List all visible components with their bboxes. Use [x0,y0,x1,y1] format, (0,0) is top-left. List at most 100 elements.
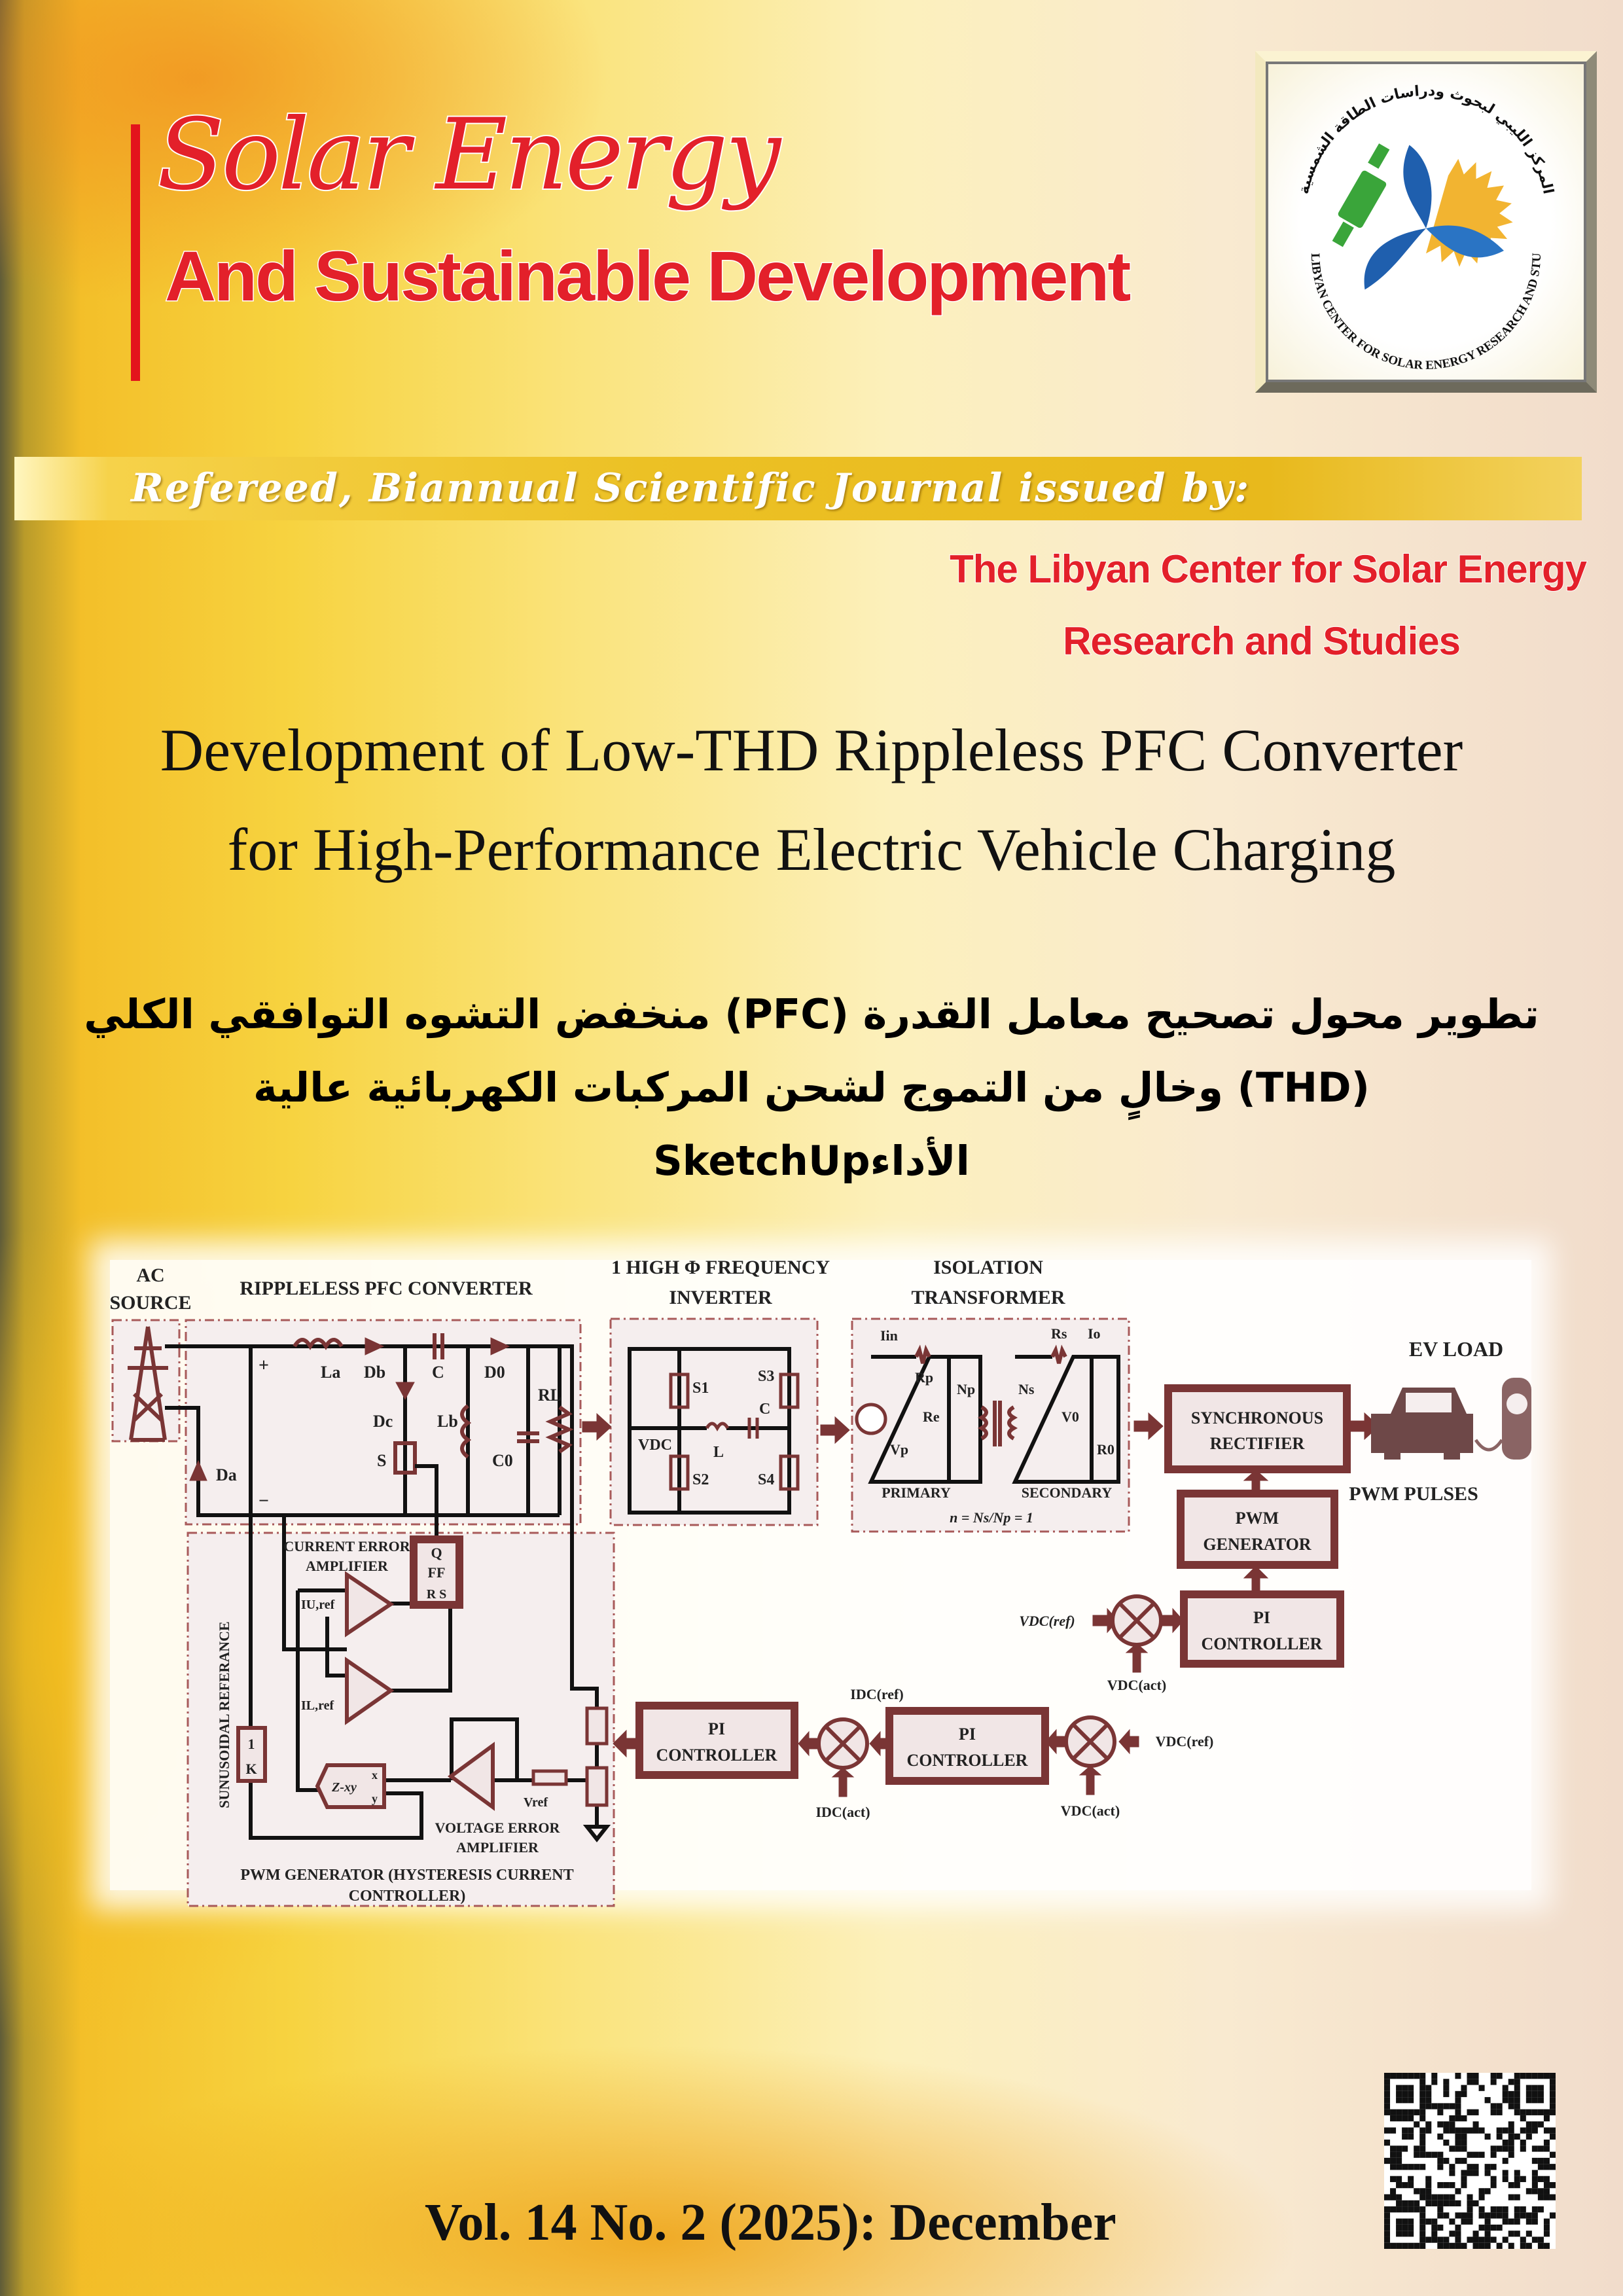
label-dc: Dc [373,1412,393,1431]
publisher-line-2: Research and Studies [1062,619,1461,664]
ac-source-label-2: SOURCE [109,1292,191,1314]
vdc-ref-bottom-label: VDC(ref) [1156,1733,1214,1749]
inverter-title: 1 HIGH Φ FREQUENCY [611,1257,830,1278]
io-label: Io [1088,1325,1101,1342]
ev-load-label: EV LOAD [1409,1337,1503,1361]
label-c: C [432,1363,444,1382]
current-error-amplifier-1 [345,1571,395,1638]
voltage-error-amplifier [447,1742,495,1811]
diode-d0-icon [490,1337,510,1355]
article-title-en-line-2: for High-Performance Electric Vehicle Ch… [227,816,1396,883]
article-title-ar-line-1: تطوير محول تصحيح معامل القدرة (PFC) منخف… [84,990,1539,1038]
label-lb: Lb [437,1412,458,1431]
diode-da-icon [189,1460,207,1481]
rs-label: Rs [1051,1325,1067,1342]
s2-label: S2 [692,1471,709,1488]
iin-label: Iin [880,1327,898,1344]
pwm-generator-block-label-2: GENERATOR [1203,1535,1311,1554]
journal-banner [14,457,1582,520]
current-source-icon [855,1403,887,1435]
pi-controller-top [1180,1590,1344,1668]
article-title-ar-line-2: (THD) وخالٍ من التموج لشحن المركبات الكه… [253,1064,1370,1111]
pfc-title: RIPPLELESS PFC CONVERTER [240,1278,533,1299]
ff-q-label: Q [431,1545,442,1561]
sync-rectifier-label-2: RECTIFIER [1210,1434,1305,1453]
center-logo: المركز الليبي لبحوث ودراسات الطاقة الشمس… [1255,51,1597,393]
pwm-pulses-label: PWM PULSES [1349,1483,1478,1505]
re-label: Re [923,1408,940,1425]
input-resistor [531,1769,568,1786]
rp-label: Rp [915,1369,933,1386]
synchronous-rectifier-block [1164,1384,1351,1473]
transformer-title: ISOLATION [933,1257,1043,1278]
one-over-k-denominator: K [245,1761,257,1777]
inductor-la-icon [293,1338,344,1350]
article-title-en-line-1: Development of Low-THD Rippleless PFC Co… [160,717,1463,783]
qr-code[interactable] [1384,2073,1556,2249]
label-c0: C0 [492,1451,513,1470]
transformer-title-2: TRANSFORMER [911,1287,1065,1308]
label-la: La [321,1363,340,1382]
logo-emblem-icon: المركز الليبي لبحوث ودراسات الطاقة الشمس… [1261,51,1556,372]
pfc-branches [403,1346,562,1515]
voltage-error-label: VOLTAGE ERROR [435,1820,561,1836]
pi-top-label-2: CONTROLLER [1202,1634,1323,1653]
transmission-tower-icon [128,1326,168,1442]
x-input-label: x [372,1768,378,1782]
vp-label: Vp [890,1441,908,1458]
feedback-arrows [831,1643,1149,1797]
charging-station-icon [1474,1378,1531,1460]
secondary-label: SECONDARY [1022,1484,1113,1501]
voltage-error-label-2: AMPLIFIER [456,1839,539,1856]
ac-source-label: AC [136,1265,164,1286]
current-error-amplifier-2 [345,1657,395,1725]
transformer-coils-icon [914,1344,1067,1441]
pwm-generator-block [1177,1490,1338,1569]
label-s: S [377,1451,386,1470]
current-error-label: CURRENT ERROR [283,1538,410,1554]
idc-act-label: IDC(act) [815,1804,870,1820]
capacitor-c-icon [433,1333,444,1359]
ground-icon [582,1813,611,1842]
inverter-c-label: C [759,1401,770,1418]
inductor-lb-icon [460,1404,472,1459]
title-accent-bar [131,124,140,381]
plus-sign: + [259,1355,269,1376]
ff-label: FF [428,1564,446,1581]
divider-resistor-2 [585,1766,609,1807]
capacitor-c0-icon [517,1431,539,1443]
pi-left-label-2: CONTROLLER [656,1746,777,1765]
ff-rs-label: R S [427,1587,447,1602]
inverter-title-2: INVERTER [669,1287,772,1308]
one-over-k-numerator: 1 [248,1736,255,1752]
label-db: Db [364,1363,385,1382]
vdc-label: VDC [638,1437,672,1454]
vref-label: Vref [524,1795,548,1810]
s4-label: S4 [758,1471,774,1488]
pwm-generator-region [187,1532,615,1907]
ns-label: Ns [1018,1381,1035,1397]
pi-top-label: PI [1253,1608,1270,1627]
article-title-ar-line-3: الأداءSketchUp [653,1137,970,1185]
inverter-l-label: L [713,1444,724,1461]
multiplier-zxy-block [315,1763,386,1809]
s3-label: S3 [758,1368,774,1385]
r0-label: R0 [1097,1441,1115,1458]
sync-rectifier-label: SYNCHRONOUS [1191,1408,1323,1427]
flip-flop-block [410,1535,463,1609]
idc-ref-label: IDC(ref) [850,1686,903,1702]
pwm-generator-block-label: PWM [1236,1509,1279,1528]
turns-ratio-label: n = Ns/Np = 1 [950,1509,1033,1526]
resistor-rl-icon [545,1405,574,1454]
inverter-bridge-wiring [628,1347,791,1515]
vdc-act-bottom-label: VDC(act) [1061,1803,1120,1819]
vdc-act-top-label: VDC(act) [1107,1677,1166,1693]
pwm-generator-title: PWM GENERATOR (HYSTERESIS CURRENT [240,1867,573,1884]
primary-label: PRIMARY [882,1484,951,1501]
pi-controller-middle [885,1707,1049,1785]
pwm-generator-title-2: CONTROLLER) [349,1888,466,1905]
diode-dc-icon [395,1382,415,1401]
transformer-core-icon [993,1401,1002,1446]
publisher-line-1: The Libyan Center for Solar Energy [949,547,1588,592]
